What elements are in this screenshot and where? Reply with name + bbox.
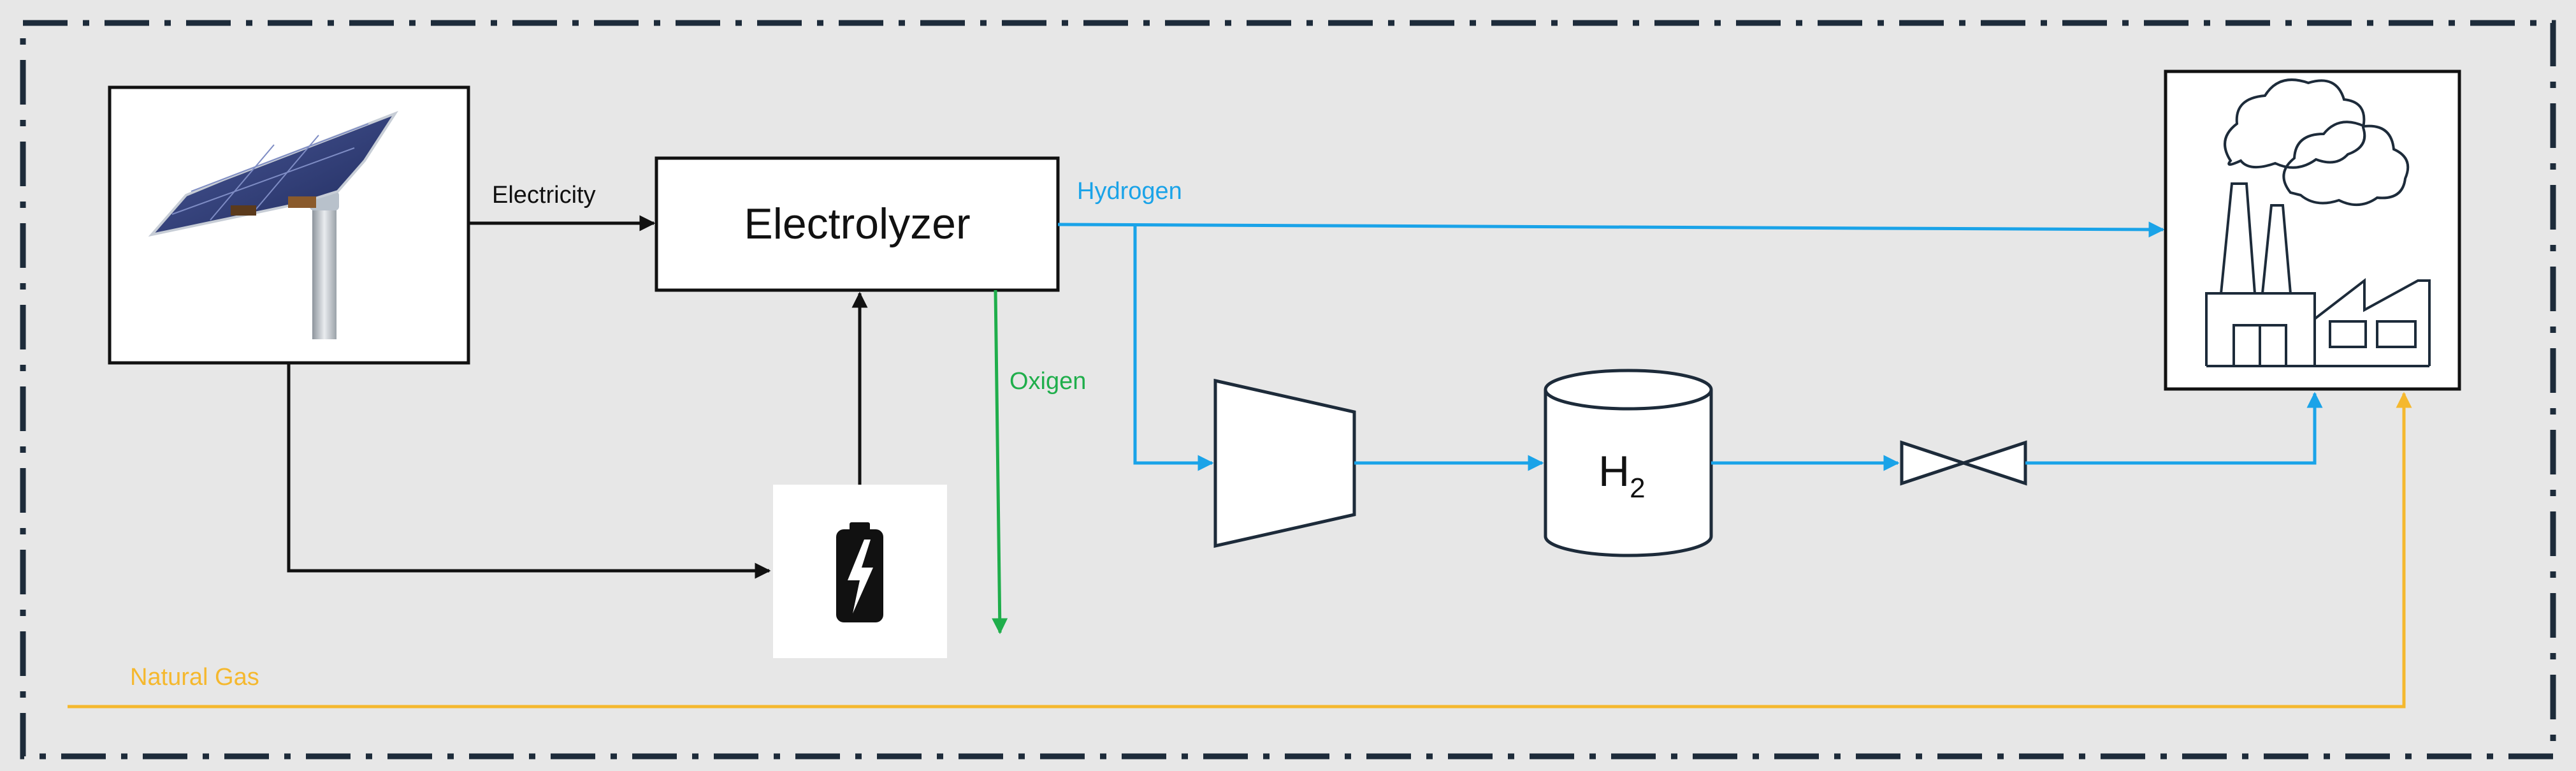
hydrogen-label: Hydrogen [1077, 178, 1182, 205]
electricity-label: Electricity [492, 182, 596, 209]
valve-to-factory-flow [2025, 392, 2323, 465]
compressor-icon [1213, 378, 1356, 548]
oxygen-flow [992, 290, 1008, 635]
storage-tank-icon [1544, 369, 1713, 557]
natural-gas-flow [68, 392, 2412, 709]
oxygen-label: Oxigen [1009, 368, 1086, 395]
hydrogen-to-compressor-flow [1133, 224, 1214, 471]
electrolyzer-label: Electrolyzer [744, 200, 970, 248]
electrolyzer-box [655, 156, 1060, 292]
solar-panel-icon [148, 110, 399, 339]
system-boundary [20, 20, 2556, 760]
h2-label: H2 [1598, 447, 1646, 504]
natural-gas-label: Natural Gas [130, 664, 259, 691]
battery-icon [836, 522, 883, 622]
factory-box [2164, 70, 2461, 391]
factory-icon [2205, 78, 2431, 367]
solar-to-battery-flow [287, 363, 771, 579]
hydrogen-direct-flow [1057, 221, 2165, 238]
valve-icon [1900, 440, 2027, 486]
